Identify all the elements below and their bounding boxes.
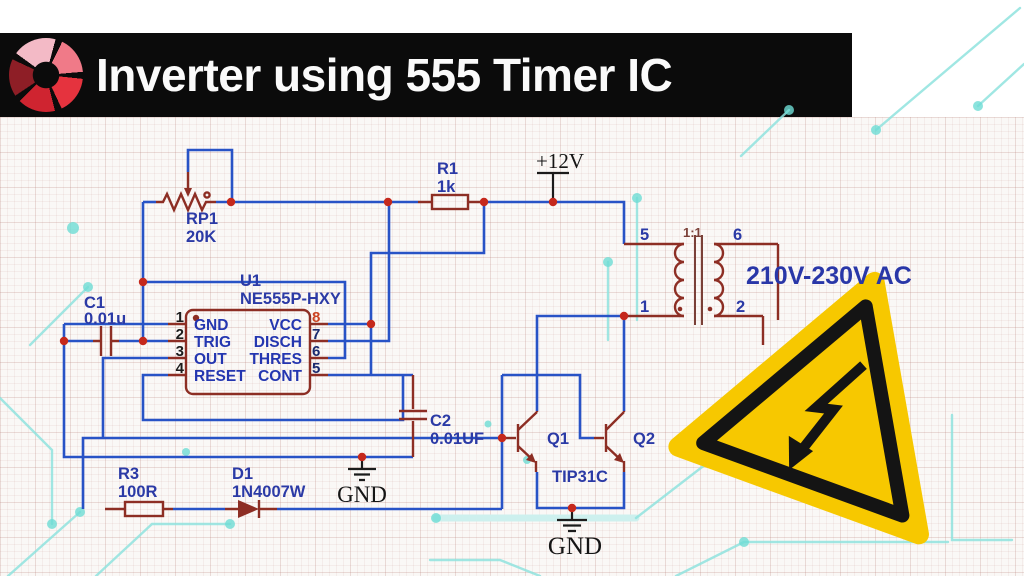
pin5-num: 5: [312, 360, 320, 377]
pin5-label: CONT: [258, 368, 302, 385]
capacitor-c2: C2 0.01UF: [399, 375, 484, 457]
c1-value: 0.01u: [84, 310, 126, 328]
u1-ref: U1: [240, 272, 261, 290]
ic-u1-ne555: U1 NE555P-HXY 1 2 3 4 8 7 6 5 GND TRIG O…: [168, 272, 341, 396]
wires: [62, 148, 626, 511]
pin7-label: DISCH: [254, 334, 302, 351]
pin6-num: 6: [312, 343, 320, 360]
pin3-label: OUT: [194, 351, 227, 368]
transformer-pin6: 6: [733, 226, 742, 244]
gnd-symbol-left: GND: [337, 457, 387, 507]
q1-ref: Q1: [547, 430, 569, 448]
pin1-label: GND: [194, 317, 228, 334]
channel-logo-icon: [9, 38, 83, 112]
transistor-q2: Q2: [594, 411, 655, 472]
pin3-num: 3: [176, 343, 184, 360]
c2-ref: C2: [430, 412, 451, 430]
pin1-num: 1: [176, 309, 184, 326]
resistor-r1: R1 1k: [418, 160, 482, 211]
pin6-label: THRES: [249, 351, 302, 368]
r3-ref: R3: [118, 465, 139, 483]
pin2-num: 2: [176, 326, 184, 343]
transformer-pin1: 1: [640, 298, 649, 316]
gnd-left-label: GND: [337, 482, 387, 507]
transistor-part-label: TIP31C: [552, 468, 608, 486]
pin8-num: 8: [312, 309, 320, 326]
rp1-value: 20K: [186, 228, 216, 246]
gnd-right-label: GND: [548, 533, 602, 560]
d1-value: 1N4007W: [232, 483, 306, 501]
q2-ref: Q2: [633, 430, 655, 448]
transformer-ratio: 1:1: [683, 225, 702, 240]
transformer-1-1: 1:1 5 1 6 2: [624, 225, 780, 345]
junction-dots: [59, 197, 629, 513]
page-title: Inverter using 555 Timer IC: [96, 49, 673, 101]
pin7-num: 7: [312, 326, 320, 343]
transformer-pin5: 5: [640, 226, 649, 244]
r1-ref: R1: [437, 160, 458, 178]
pin4-label: RESET: [194, 368, 246, 385]
resistor-r3: R3 100R: [105, 465, 173, 518]
high-voltage-warning-icon: [668, 271, 929, 545]
lightning-bolt-icon: [788, 361, 867, 471]
supply-12v: +12V: [536, 149, 584, 202]
gnd-symbol-right: GND: [548, 508, 602, 560]
potentiometer-rp1: RP1 20K: [156, 172, 218, 246]
pin8-label: VCC: [269, 317, 302, 334]
title-banner: Inverter using 555 Timer IC: [0, 33, 852, 117]
pin4-num: 4: [176, 360, 185, 377]
r3-value: 100R: [118, 483, 158, 501]
d1-ref: D1: [232, 465, 253, 483]
u1-part: NE555P-HXY: [240, 290, 341, 308]
ac-output-label: 210V-230V AC: [746, 262, 912, 290]
diode-d1: D1 1N4007W: [225, 465, 306, 518]
c1-ref: C1: [84, 294, 105, 312]
pin2-label: TRIG: [194, 334, 231, 351]
transistor-q1: Q1: [503, 411, 569, 472]
pcb-trace-decorations: [0, 6, 1024, 576]
transformer-pin2: 2: [736, 298, 745, 316]
r1-value: 1k: [437, 178, 456, 196]
rp1-ref: RP1: [186, 210, 218, 228]
supply-12v-label: +12V: [536, 149, 584, 173]
capacitor-c1: C1 0.01u: [84, 294, 126, 356]
c2-value: 0.01UF: [430, 430, 484, 448]
